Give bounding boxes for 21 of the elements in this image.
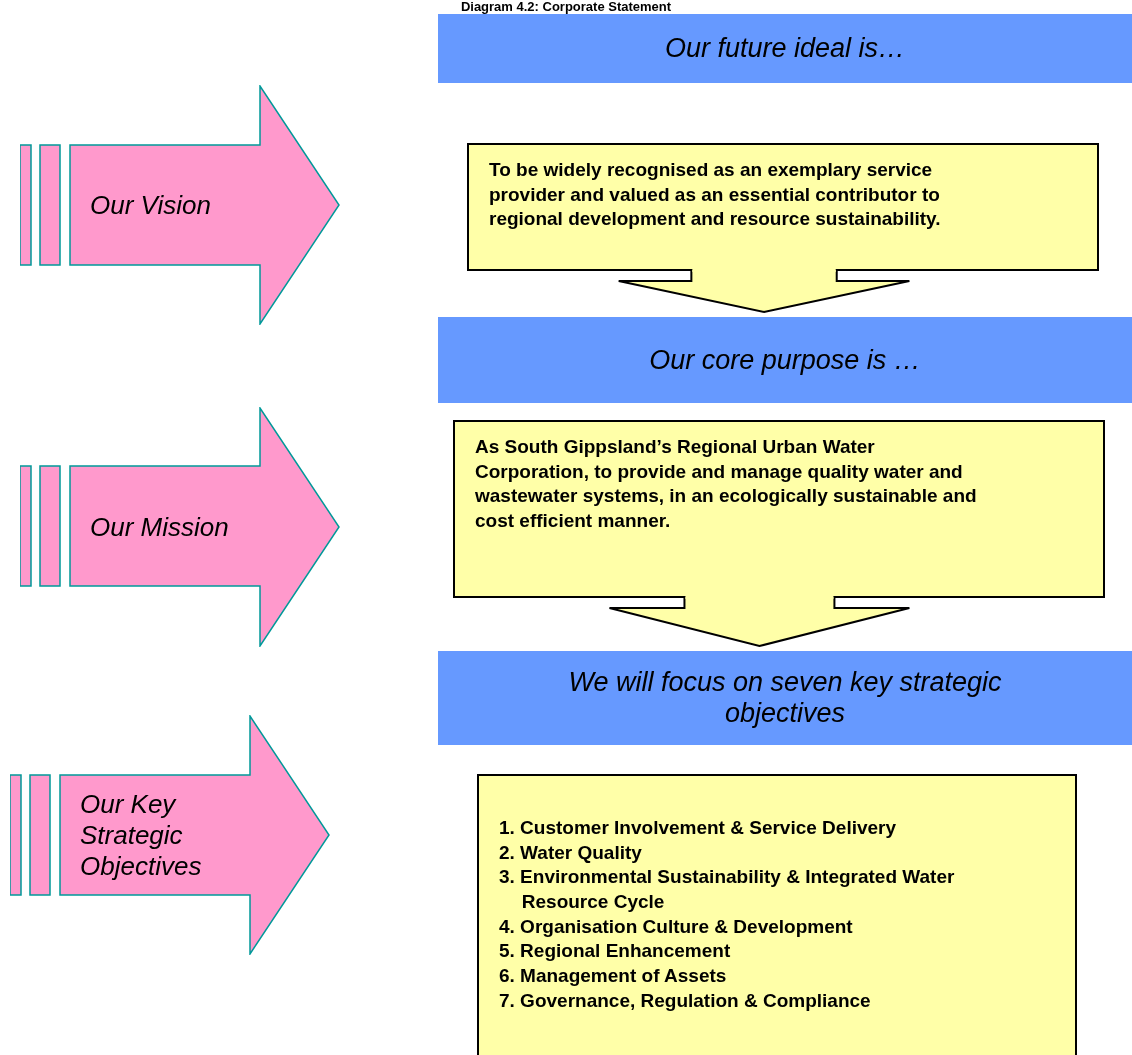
objective-item: 2. Water Quality [499, 840, 643, 865]
objectives-box [477, 774, 1077, 1055]
objective-item: 3. Environmental Sustainability & Integrated Water Resource Cycle [499, 865, 956, 915]
statement-box [453, 420, 1105, 598]
diagram-title: Diagram 4.2: Corporate Statement [459, 0, 673, 14]
objective-item: 4. Organisation Culture & Development [499, 914, 854, 939]
objective-item: 6. Management of Assets [499, 964, 728, 989]
down-arrow [608, 596, 911, 648]
heading-band: We will focus on seven key strategic objectives [438, 651, 1132, 745]
arrow-label: Our Mission [90, 511, 229, 543]
objective-item: 1. Customer Involvement & Service Delivery [499, 816, 898, 840]
heading-band: Our future ideal is… [438, 14, 1132, 83]
objective-item: 5. Regional Enhancement [499, 939, 732, 964]
heading-band: Our core purpose is … [438, 317, 1132, 403]
objective-item: 7. Governance, Regulation & Compliance [499, 988, 872, 1013]
statement-text: To be widely recognised as an exemplary service provider and valued as an essential contributor to regional development and resource sustainability. [489, 158, 942, 232]
arrow-label: Our Vision [90, 189, 211, 221]
arrow-label: Our Key Strategic Objectives [80, 788, 203, 882]
statement-text: As South Gippsland’s Regional Urban Water Corporation, to provide and manage quality water and wastewater systems, in an ecologically sustainable and cost efficient manner. [475, 435, 978, 534]
statement-box [467, 143, 1099, 271]
down-arrow [617, 269, 911, 314]
